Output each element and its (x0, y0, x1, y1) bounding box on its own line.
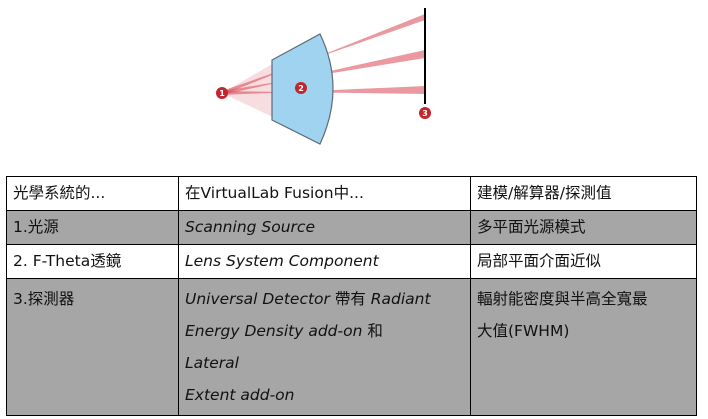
row-detector-component: Universal Detector 帶有 Radiant Energy Den… (178, 278, 471, 416)
row-detector-model: 輻射能密度與半高全寬最 大值(FWHM) (470, 278, 697, 416)
header-cell-modeling: 建模/解算器/探測值 (470, 176, 697, 211)
detector-radiant: Radiant (370, 290, 431, 308)
row-detector-label: 3.探測器 (6, 278, 179, 416)
header-cell-optical-system: 光學系統的... (6, 176, 179, 211)
marker-3: 3 (419, 107, 431, 119)
component-table: 光學系統的... 在VirtualLab Fusion中... 建模/解算器/探… (6, 176, 697, 416)
marker-1: 1 (216, 87, 228, 99)
row-lens-component: Lens System Component (178, 244, 471, 279)
detector-lateral: Lateral (185, 354, 239, 372)
marker-2-label: 2 (298, 84, 304, 93)
row-lens-label: 2. F-Theta透鏡 (6, 244, 179, 279)
detector-extent-addon: Extent add-on (185, 386, 295, 404)
row-lens-model: 局部平面介面近似 (470, 244, 697, 279)
header-cell-virtuallab: 在VirtualLab Fusion中... (178, 176, 471, 211)
detector-name: Universal Detector (185, 290, 330, 308)
table-row-lens: 2. F-Theta透鏡 Lens System Component 局部平面介… (6, 244, 697, 279)
row-source-label: 1.光源 (6, 210, 179, 245)
marker-2: 2 (295, 82, 307, 94)
marker-1-label: 1 (219, 89, 225, 98)
detector-and-text: 和 (362, 322, 383, 340)
table-header-row: 光學系統的... 在VirtualLab Fusion中... 建模/解算器/探… (6, 176, 697, 211)
table-row-source: 1.光源 Scanning Source 多平面光源模式 (6, 210, 697, 245)
row-source-component: Scanning Source (178, 210, 471, 245)
detector-model-line-2: 大值(FWHM) (477, 322, 570, 340)
row-source-model: 多平面光源模式 (470, 210, 697, 245)
marker-3-label: 3 (422, 109, 428, 118)
detector-model-line-1: 輻射能密度與半高全寬最 (477, 290, 648, 308)
table-row-detector: 3.探測器 Universal Detector 帶有 Radiant Ener… (6, 278, 697, 416)
optical-system-diagram: 1 2 3 (216, 8, 431, 145)
detector-with-text: 帶有 (329, 290, 371, 308)
detector-energy-addon: Energy Density add-on (185, 322, 363, 340)
